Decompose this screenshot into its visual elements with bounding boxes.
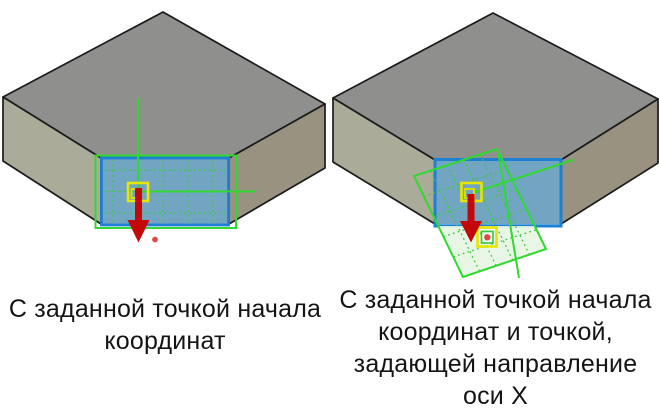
x-direction-point-dot bbox=[484, 234, 491, 241]
plane-normal-arrow bbox=[460, 194, 482, 243]
sketch-plane-outline bbox=[412, 147, 548, 279]
x-direction-point-marker bbox=[476, 226, 498, 248]
figure-caption-left: С заданной точкой начала координат bbox=[8, 295, 322, 355]
x-direction-marker-box bbox=[476, 226, 498, 248]
sketch-plane-preview bbox=[94, 98, 256, 229]
arrow-head bbox=[460, 221, 482, 243]
arrow-head bbox=[127, 220, 150, 243]
sketch-plane-overhang-fill bbox=[438, 226, 546, 277]
rotated-sketch-plane-preview bbox=[412, 147, 575, 279]
figure-origin-only bbox=[2, 11, 326, 243]
figure-caption-right: С заданной точкой начала координат и точ… bbox=[339, 286, 652, 410]
plane-normal-arrow bbox=[127, 188, 150, 243]
sketch-x-axis-line bbox=[473, 158, 575, 194]
reference-point-dot bbox=[152, 236, 158, 243]
sketch-y-axis-line bbox=[497, 151, 520, 279]
figure-origin-and-xdir bbox=[332, 12, 659, 279]
